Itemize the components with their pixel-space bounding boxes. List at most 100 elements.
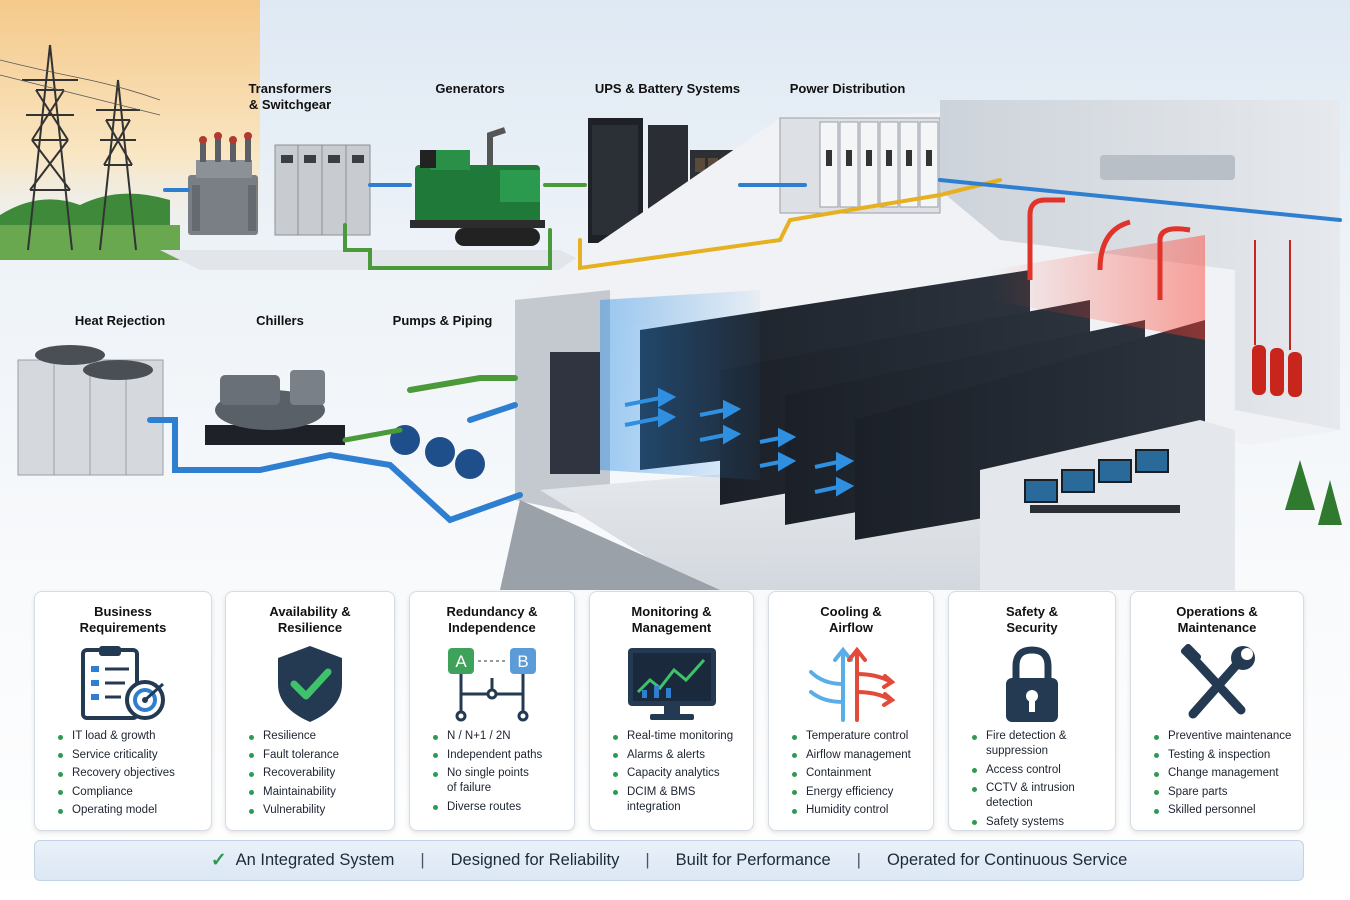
power-distribution-panel-icon bbox=[779, 117, 941, 214]
sprinkler-pipes bbox=[1254, 240, 1291, 350]
checkmark-icon: ✓ bbox=[210, 850, 227, 871]
list-item: Testing & inspection bbox=[1151, 748, 1297, 763]
label-pumps: Pumps & Piping bbox=[392, 313, 493, 328]
list-item: Capacity analytics bbox=[610, 766, 747, 781]
cooling-tower-icon bbox=[17, 345, 164, 476]
chiller-icon bbox=[205, 370, 345, 445]
card-title: Business Requirements bbox=[79, 604, 167, 635]
server-rack-rows bbox=[600, 235, 1205, 540]
card-list: N / N+1 / 2N Independent paths No single… bbox=[430, 729, 568, 818]
list-item: Real-time monitoring bbox=[610, 729, 747, 744]
airflow-arrows-icon bbox=[809, 646, 896, 722]
list-item: Safety systems bbox=[969, 815, 1109, 830]
shield-check-icon bbox=[278, 646, 342, 722]
hot-air-arrows bbox=[1027, 197, 1191, 300]
label-power-distribution: Power Distribution bbox=[789, 81, 906, 96]
list-item: Maintainability bbox=[246, 785, 388, 800]
list-item: Humidity control bbox=[789, 803, 927, 818]
list-item: Vulnerability bbox=[246, 803, 388, 818]
cold-air-arrows bbox=[624, 387, 855, 497]
utility-platform bbox=[160, 250, 600, 270]
tree-icon bbox=[1285, 460, 1342, 525]
banner-item: Operated for Continuous Service bbox=[886, 851, 1128, 869]
card-title: Monitoring & Management bbox=[631, 604, 712, 635]
banner-separator: | bbox=[856, 851, 861, 869]
redundancy-ab-icon: A B bbox=[448, 648, 536, 722]
card-monitoring-management: Monitoring & Management Real-time monito… bbox=[589, 591, 754, 831]
list-item: Skilled personnel bbox=[1151, 803, 1297, 818]
power-tower-icon bbox=[22, 44, 78, 251]
card-list: Preventive maintenance Testing & inspect… bbox=[1151, 729, 1297, 822]
list-item: Energy efficiency bbox=[789, 785, 927, 800]
piping bbox=[147, 178, 1342, 524]
card-title: Cooling & Airflow bbox=[820, 604, 882, 635]
banner-separator: | bbox=[420, 851, 425, 869]
list-item: Change management bbox=[1151, 766, 1297, 781]
noc-desk bbox=[1030, 505, 1180, 513]
list-item: Temperature control bbox=[789, 729, 927, 744]
road-edge bbox=[500, 500, 720, 590]
cold-aisle-glow bbox=[600, 290, 760, 480]
datacenter-svg bbox=[0, 0, 1342, 590]
list-item: Recoverability bbox=[246, 766, 388, 781]
hot-aisle-glow bbox=[990, 235, 1205, 340]
crac-unit-icon bbox=[1100, 155, 1235, 180]
node-b-label: B bbox=[517, 652, 528, 671]
list-item: Airflow management bbox=[789, 748, 927, 763]
card-list: IT load & growth Service criticality Rec… bbox=[55, 729, 205, 822]
list-item: DCIM & BMS integration bbox=[610, 785, 747, 815]
ups-cabinet-icon bbox=[588, 118, 688, 243]
grass-field bbox=[0, 225, 180, 260]
card-redundancy-independence: Redundancy & Independence A B N / N+1 / … bbox=[409, 591, 575, 831]
list-item: Service criticality bbox=[55, 748, 205, 763]
building-wall bbox=[940, 100, 1340, 430]
card-title: Availability & Resilience bbox=[269, 604, 351, 635]
label-heat-rejection: Heat Rejection bbox=[74, 313, 166, 328]
list-item: No single points of failure bbox=[430, 766, 568, 796]
card-title: Operations & Maintenance bbox=[1176, 604, 1258, 635]
card-list: Real-time monitoring Alarms & alerts Cap… bbox=[610, 729, 747, 818]
list-item: Recovery objectives bbox=[55, 766, 205, 781]
padlock-icon bbox=[1006, 646, 1058, 722]
capability-cards: Business Requirements IT load & growth S… bbox=[34, 591, 1304, 831]
clipboard-target-icon bbox=[81, 646, 165, 720]
generator-icon bbox=[410, 127, 545, 246]
tools-icon bbox=[1180, 644, 1255, 719]
label-ups: UPS & Battery Systems bbox=[594, 81, 741, 96]
list-item: Access control bbox=[969, 763, 1109, 778]
list-item: Diverse routes bbox=[430, 800, 568, 815]
list-item: Fault tolerance bbox=[246, 748, 388, 763]
card-availability-resilience: Availability & Resilience Resilience Fau… bbox=[225, 591, 395, 831]
card-title: Redundancy & Independence bbox=[446, 604, 538, 635]
monitor-chart-icon bbox=[627, 648, 716, 720]
list-item: IT load & growth bbox=[55, 729, 205, 744]
noc-monitor-icon bbox=[1024, 449, 1169, 503]
card-operations-maintenance: Operations & Maintenance Preventive main… bbox=[1130, 591, 1304, 831]
card-list: Temperature control Airflow management C… bbox=[789, 729, 927, 822]
switchgear-icon bbox=[274, 144, 371, 236]
banner-item: Built for Performance bbox=[675, 851, 831, 869]
hall-door bbox=[550, 352, 600, 474]
card-list: Resilience Fault tolerance Recoverabilit… bbox=[246, 729, 388, 822]
card-list: Fire detection & suppression Access cont… bbox=[969, 729, 1109, 833]
label-transformers: Transformers & Switchgear bbox=[248, 81, 332, 112]
list-item: Independent paths bbox=[430, 748, 568, 763]
power-tower-icon bbox=[96, 79, 140, 251]
datacenter-illustration: Transformers & Switchgear Generators UPS… bbox=[0, 0, 1342, 590]
list-item: Resilience bbox=[246, 729, 388, 744]
list-item: Operating model bbox=[55, 803, 205, 818]
card-cooling-airflow: Cooling & Airflow Temperature control Ai… bbox=[768, 591, 934, 831]
banner-item: An Integrated System bbox=[235, 851, 395, 869]
list-item: CCTV & intrusion detection bbox=[969, 781, 1109, 811]
node-a-label: A bbox=[455, 652, 467, 671]
banner-separator: | bbox=[645, 851, 650, 869]
list-item: N / N+1 / 2N bbox=[430, 729, 568, 744]
list-item: Spare parts bbox=[1151, 785, 1297, 800]
card-business-requirements: Business Requirements IT load & growth S… bbox=[34, 591, 212, 831]
list-item: Compliance bbox=[55, 785, 205, 800]
fire-extinguisher-icon bbox=[1252, 345, 1302, 397]
list-item: Fire detection & suppression bbox=[969, 729, 1109, 759]
list-item: Preventive maintenance bbox=[1151, 729, 1297, 744]
label-generators: Generators bbox=[435, 81, 505, 96]
list-item: Alarms & alerts bbox=[610, 748, 747, 763]
